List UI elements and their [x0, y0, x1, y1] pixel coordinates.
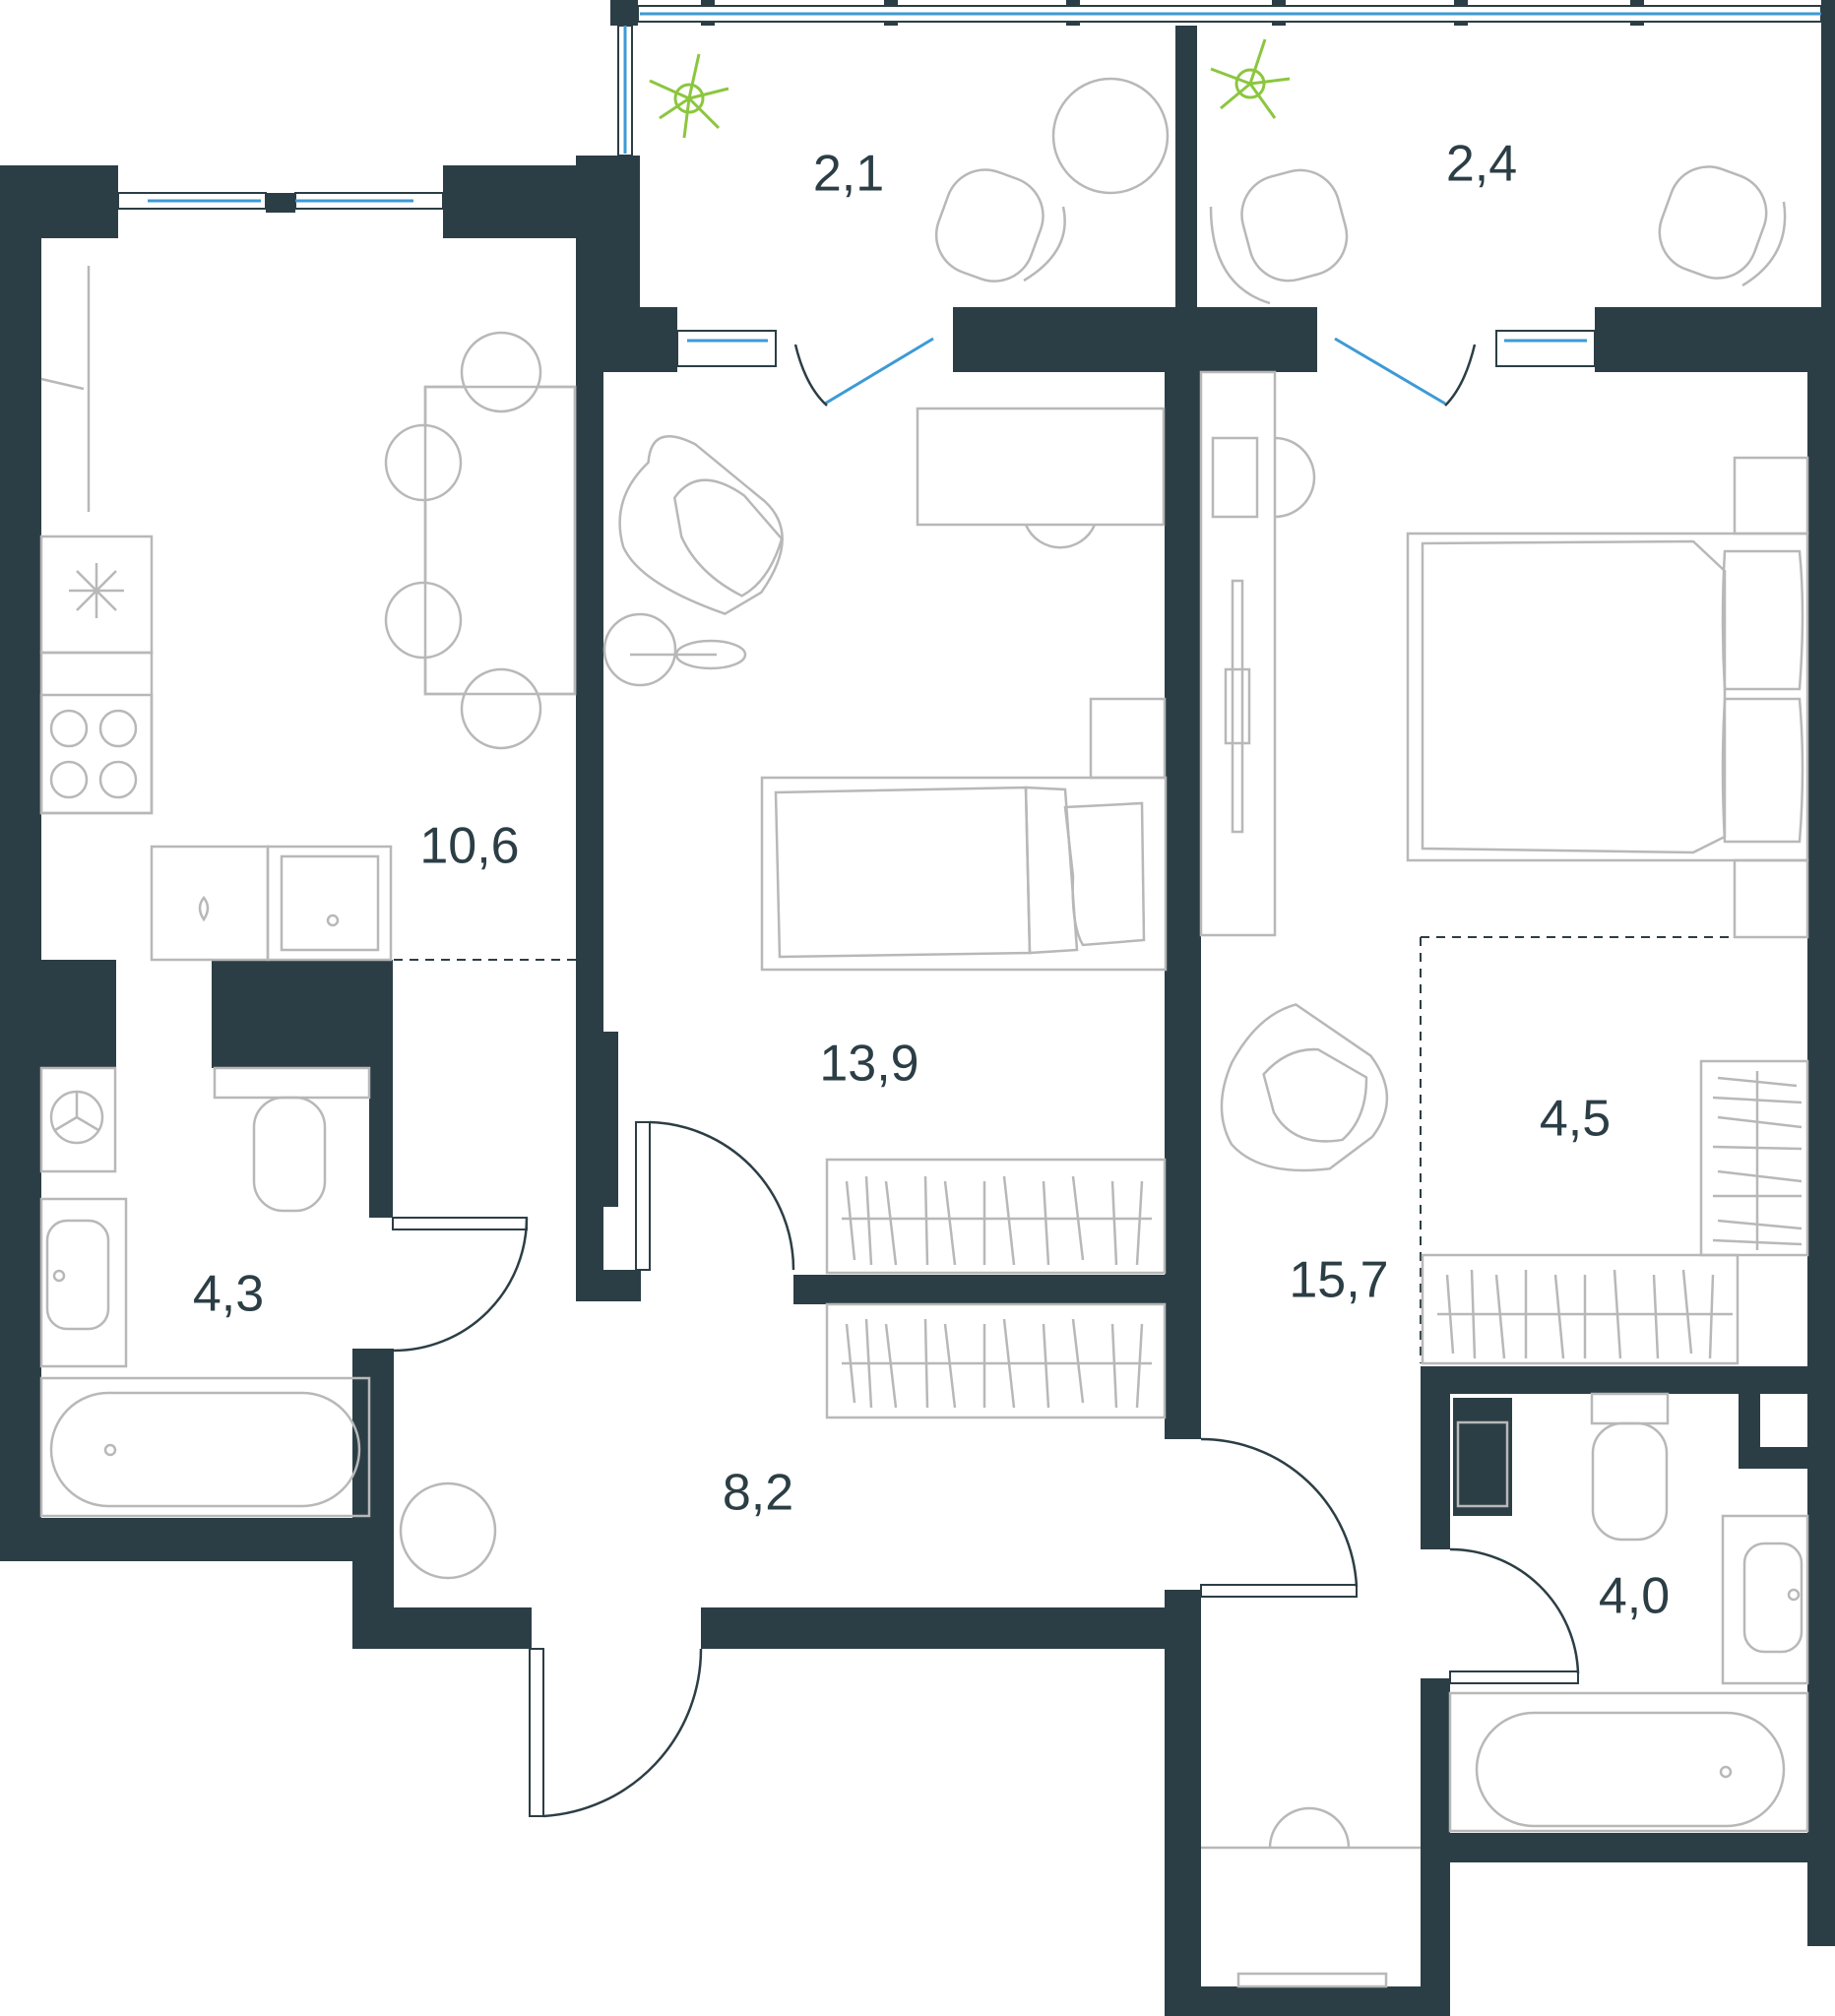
wardrobe-icon — [825, 1158, 1167, 1275]
toilet-icon — [213, 1066, 371, 1100]
sink-icon — [39, 1197, 128, 1368]
room-area-loggia-right: 2,4 — [1446, 136, 1517, 193]
chair-icon — [1220, 1003, 1389, 1172]
pouf-icon — [399, 1481, 497, 1580]
wardrobe-icon — [825, 1302, 1167, 1419]
bed-icon — [760, 776, 1168, 972]
room-area-kitchen-living: 10,6 — [419, 818, 519, 875]
chair-icon — [618, 434, 784, 615]
doors — [392, 1120, 1580, 1818]
room-area-bathroom-right: 4,0 — [1599, 1568, 1670, 1625]
plant-icon — [1210, 38, 1291, 119]
toilet-icon — [1590, 1392, 1670, 1425]
room-area-wardrobe: 4,5 — [1540, 1091, 1611, 1148]
chair-icon — [934, 168, 1044, 283]
extractor-icon — [69, 563, 124, 618]
furniture — [39, 38, 1809, 1988]
wardrobe-icon — [1699, 1059, 1809, 1257]
room-labels: 2,1 2,4 10,6 13,9 15,7 4,5 4,3 8,2 4,0 — [193, 136, 1670, 1625]
bed-icon — [1406, 532, 1809, 862]
room-area-hallway: 8,2 — [723, 1465, 793, 1522]
table-icon — [916, 407, 1166, 527]
room-area-bathroom-left: 4,3 — [193, 1266, 264, 1323]
sink-icon — [266, 845, 393, 962]
chair-icon — [1658, 165, 1768, 280]
wardrobe-icon — [1421, 1253, 1740, 1365]
table-icon — [1051, 77, 1170, 195]
windows — [117, 5, 1822, 407]
bathtub-icon — [39, 1376, 371, 1518]
room-area-bedroom-master: 15,7 — [1289, 1252, 1388, 1309]
sink-icon — [1721, 1514, 1809, 1685]
room-area-loggia-left: 2,1 — [813, 146, 884, 203]
plant-icon — [649, 53, 729, 139]
chair-icon — [1240, 168, 1349, 283]
bathtub-icon — [1448, 1691, 1809, 1833]
room-area-bedroom-small: 13,9 — [819, 1036, 918, 1093]
washer-icon — [1456, 1420, 1509, 1508]
stove-icon — [49, 709, 138, 799]
